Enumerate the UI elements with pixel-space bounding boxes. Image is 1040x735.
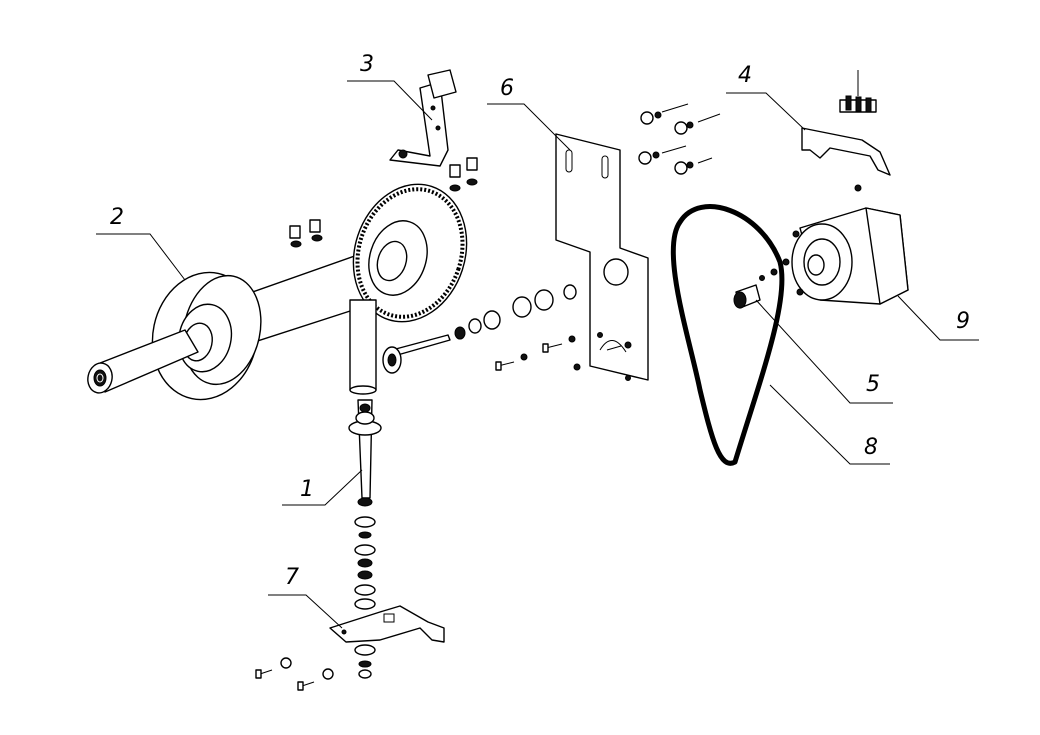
- terminal-bracket: [801, 70, 891, 192]
- vertical-spindle: [348, 399, 382, 679]
- callout-3: 3: [360, 52, 374, 77]
- washer-stack-plate: [454, 284, 577, 340]
- main-shaft-assembly: [87, 183, 468, 401]
- plate-bolts: [495, 335, 632, 371]
- callout-leaders: [96, 80, 979, 629]
- motor-mount-plate: [555, 133, 649, 381]
- drive-belt: [670, 204, 785, 466]
- callout-4: 4: [738, 63, 752, 88]
- callout-labels: 1 2 3 4 5 6 7 8 9: [110, 52, 970, 590]
- callout-5: 5: [866, 372, 880, 397]
- shaft-mount-bolts: [289, 219, 323, 248]
- callout-8: 8: [864, 435, 878, 460]
- callout-9: 9: [956, 309, 970, 334]
- callout-6: 6: [500, 76, 514, 101]
- electric-motor: [782, 207, 909, 305]
- callout-2: 2: [110, 205, 124, 230]
- sensor-bracket: [389, 69, 478, 192]
- callout-1: 1: [300, 477, 314, 502]
- motor-pulley: [733, 268, 778, 309]
- callout-7: 7: [285, 565, 299, 590]
- motor-bolts: [638, 103, 721, 175]
- base-fasteners: [255, 657, 334, 691]
- tension-screw: [382, 334, 451, 374]
- base-bracket: [329, 605, 445, 643]
